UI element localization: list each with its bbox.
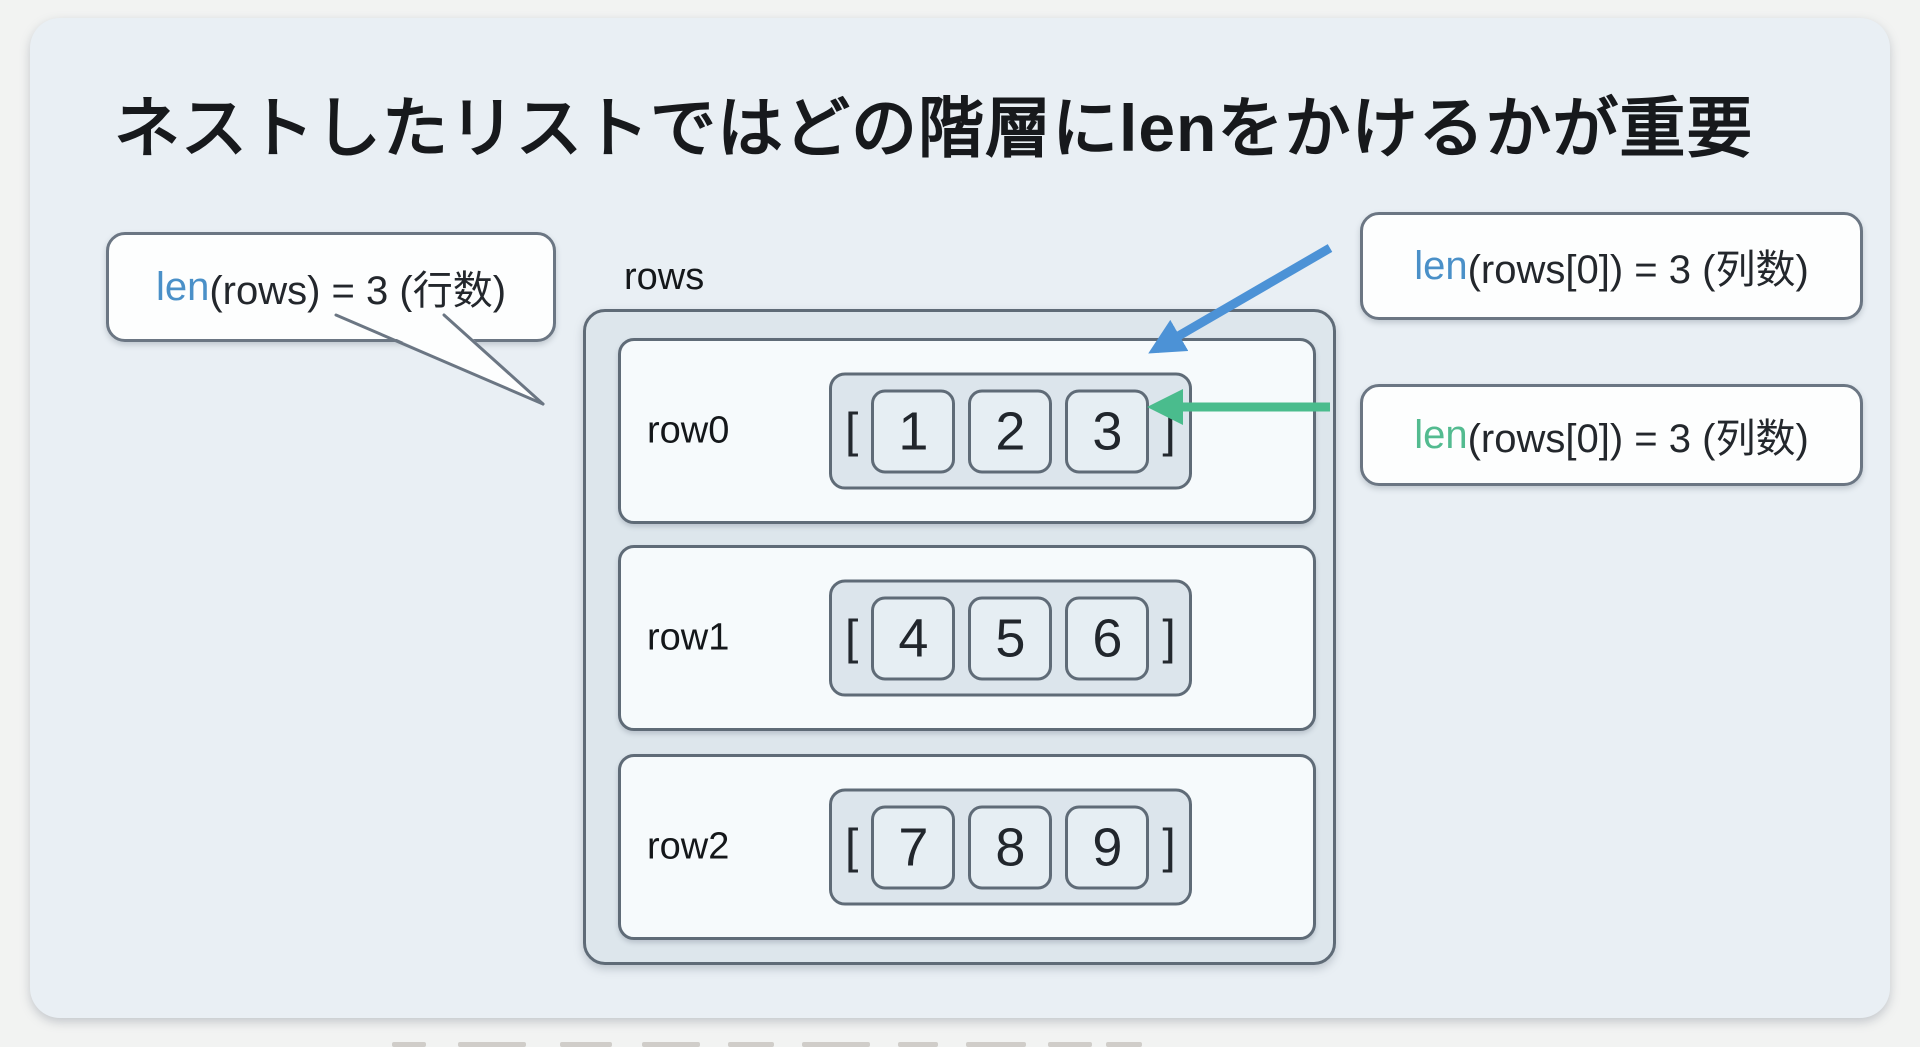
open-bracket: [ bbox=[845, 611, 859, 664]
cell-value: 6 bbox=[1092, 608, 1123, 668]
rows-variable-label: rows bbox=[624, 256, 705, 298]
cell-value: 1 bbox=[898, 401, 929, 461]
cell-row0-col2: 3 bbox=[1065, 389, 1150, 473]
callout-len-row0-green-text: (rows[0]) = 3 (列数) bbox=[1467, 417, 1809, 461]
open-bracket: [ bbox=[845, 404, 859, 457]
row1-label: row1 bbox=[647, 616, 730, 659]
row-box-1: row1 [ 4 5 6 ] bbox=[618, 545, 1316, 731]
open-bracket: [ bbox=[845, 820, 859, 873]
len-function-text: len bbox=[155, 264, 210, 309]
cell-row1-col1: 5 bbox=[968, 596, 1053, 680]
cell-row2-col2: 9 bbox=[1065, 805, 1150, 889]
cell-row0-col0: 1 bbox=[871, 389, 956, 473]
row1-list: [ 4 5 6 ] bbox=[829, 579, 1192, 697]
row0-list: [ 1 2 3 ] bbox=[829, 372, 1192, 490]
cell-row1-col0: 4 bbox=[871, 596, 956, 680]
callout-len-rows-text: (rows) = 3 (行数) bbox=[209, 269, 507, 313]
close-bracket: ] bbox=[1162, 820, 1176, 873]
len-function-text: len bbox=[1414, 412, 1468, 457]
row2-label: row2 bbox=[647, 825, 730, 868]
cell-row2-col0: 7 bbox=[871, 805, 956, 889]
slide-card: ネストしたリストではどの階層にlenをかけるかが重要 len(rows) = 3… bbox=[30, 18, 1890, 1018]
len-function-text: len bbox=[1414, 243, 1468, 288]
cell-value: 8 bbox=[995, 817, 1026, 877]
cell-row2-col1: 8 bbox=[968, 805, 1053, 889]
callout-len-rows: len(rows) = 3 (行数) bbox=[106, 232, 556, 342]
row0-label: row0 bbox=[647, 409, 730, 452]
cell-value: 3 bbox=[1092, 401, 1123, 461]
cell-value: 7 bbox=[898, 817, 929, 877]
callout-len-row0-blue: len(rows[0]) = 3 (列数) bbox=[1360, 212, 1863, 320]
bottom-crop-marks bbox=[392, 1042, 1142, 1047]
row-box-0: row0 [ 1 2 3 ] bbox=[618, 338, 1316, 524]
cell-row0-col1: 2 bbox=[968, 389, 1053, 473]
rows-container: row0 [ 1 2 3 ] row1 [ 4 5 6 ] row2 [ bbox=[583, 309, 1336, 965]
cell-value: 2 bbox=[995, 401, 1026, 461]
page-title: ネストしたリストではどの階層にlenをかけるかが重要 bbox=[114, 91, 1754, 165]
cell-value: 5 bbox=[995, 608, 1026, 668]
close-bracket: ] bbox=[1162, 611, 1176, 664]
close-bracket: ] bbox=[1162, 404, 1176, 457]
row2-list: [ 7 8 9 ] bbox=[829, 788, 1192, 906]
cell-value: 9 bbox=[1092, 817, 1123, 877]
cell-row1-col2: 6 bbox=[1065, 596, 1150, 680]
callout-len-row0-blue-text: (rows[0]) = 3 (列数) bbox=[1467, 248, 1809, 292]
callout-len-row0-green: len(rows[0]) = 3 (列数) bbox=[1360, 384, 1863, 486]
row-box-2: row2 [ 7 8 9 ] bbox=[618, 754, 1316, 940]
cell-value: 4 bbox=[898, 608, 929, 668]
